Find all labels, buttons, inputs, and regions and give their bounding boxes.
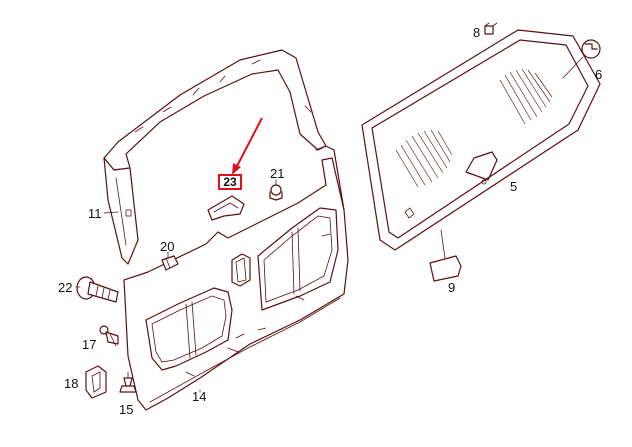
label-15: 15 bbox=[119, 402, 133, 417]
label-14: 14 bbox=[192, 389, 206, 404]
callout-arrow bbox=[232, 117, 263, 175]
label-9: 9 bbox=[448, 280, 455, 295]
part-17-screw[interactable] bbox=[99, 325, 119, 347]
label-17: 17 bbox=[82, 337, 96, 352]
label-6: 6 bbox=[595, 67, 602, 82]
part-18-clip[interactable] bbox=[85, 365, 107, 399]
defrost-hatch-right bbox=[499, 68, 553, 125]
part-23-bracket[interactable] bbox=[207, 195, 245, 221]
label-21: 21 bbox=[270, 166, 284, 181]
part-15-rivet[interactable] bbox=[119, 371, 137, 393]
part-9-cover[interactable] bbox=[429, 229, 462, 282]
part-22-bolt[interactable] bbox=[76, 276, 119, 303]
callout-23-label: 23 bbox=[223, 175, 237, 189]
label-20: 20 bbox=[160, 239, 174, 254]
tailgate-trim-panel[interactable] bbox=[103, 49, 349, 411]
label-22: 22 bbox=[58, 280, 72, 295]
label-5: 5 bbox=[510, 179, 517, 194]
callout-23[interactable]: 23 bbox=[218, 174, 242, 190]
part-20-clip[interactable] bbox=[161, 255, 179, 271]
frame-clips bbox=[134, 59, 312, 133]
rear-window-glass[interactable] bbox=[361, 29, 601, 251]
defrost-hatch-left bbox=[395, 129, 453, 188]
leader-lines bbox=[75, 179, 277, 393]
label-8: 8 bbox=[473, 25, 480, 40]
label-11: 11 bbox=[88, 206, 102, 221]
panel-clips bbox=[185, 233, 331, 377]
part-8-clip[interactable] bbox=[484, 22, 498, 35]
label-18: 18 bbox=[64, 376, 78, 391]
part-6-nozzle[interactable] bbox=[562, 39, 601, 79]
part-21-screw[interactable] bbox=[269, 184, 283, 201]
